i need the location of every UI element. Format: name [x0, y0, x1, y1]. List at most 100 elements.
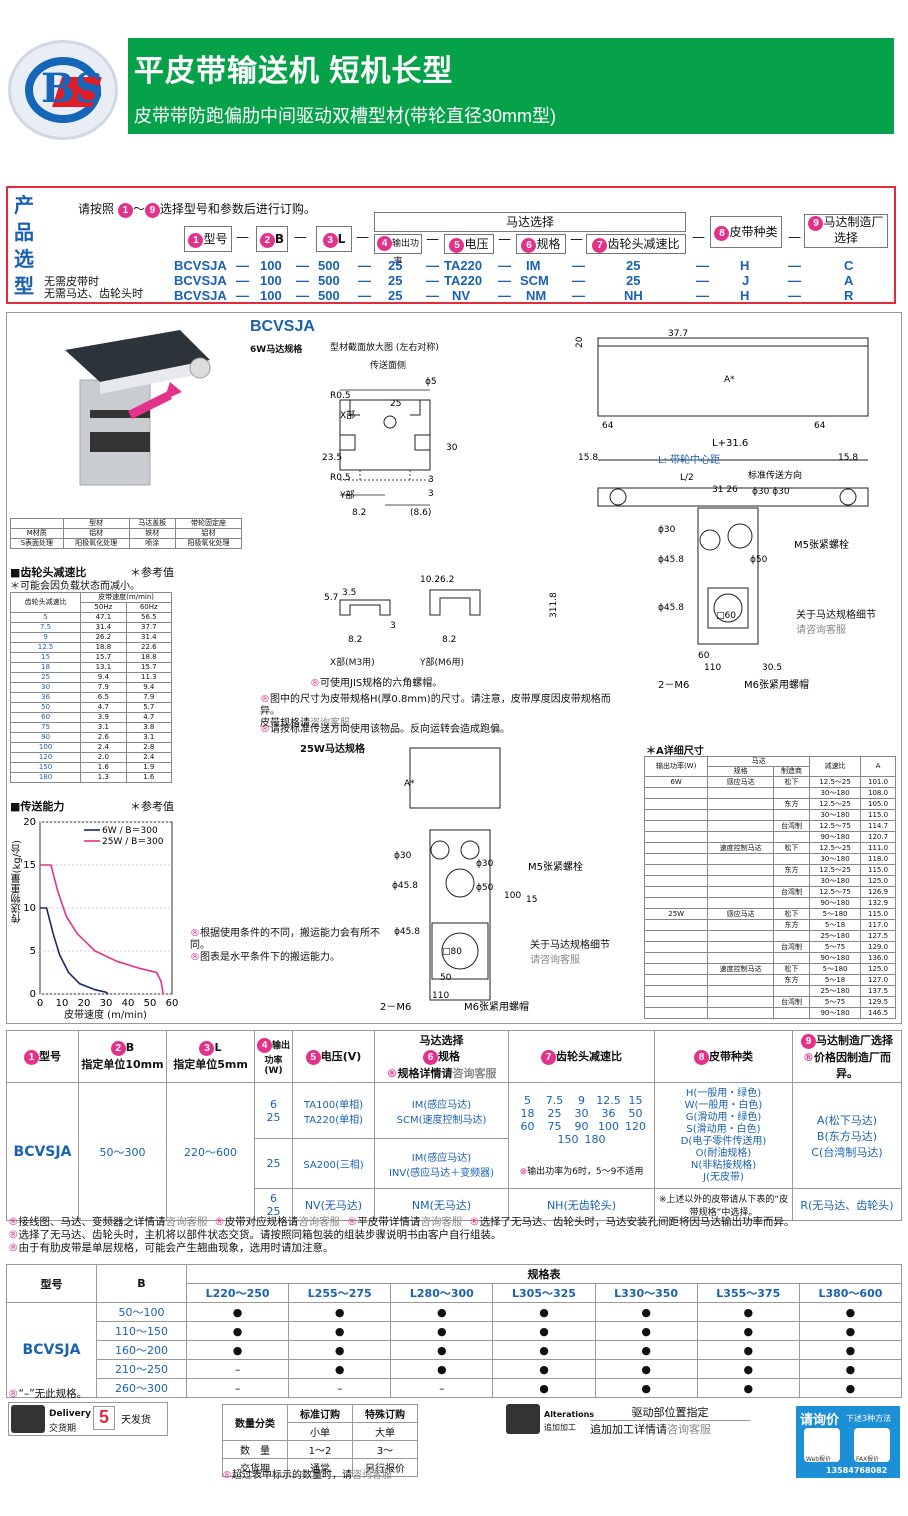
direction-note: ®请按标准传送方向使用该物品。反向运转会造成跑偏。 [260, 724, 510, 735]
y-tick: 20 [23, 817, 36, 828]
size-note: ®“–”无此规格。 [8, 1388, 88, 1400]
fax-quote-icon[interactable] [854, 1428, 890, 1462]
svg-text:31 26: 31 26 [712, 485, 738, 495]
svg-text:8.2: 8.2 [442, 635, 456, 645]
svg-text:3: 3 [390, 621, 396, 631]
series-line-1 [40, 864, 164, 995]
svg-text:110: 110 [432, 991, 449, 1001]
jis-note: ®可使用JIS规格的六角螺帽。 [310, 678, 443, 689]
truck-icon [11, 1405, 45, 1433]
y-tick: 15 [23, 860, 36, 871]
capacity-ylabel: 传送物重量(kg/台) [12, 840, 23, 924]
svg-text:311.8: 311.8 [549, 592, 559, 618]
svg-text:5.7: 5.7 [324, 593, 338, 603]
wrench-icon [506, 1404, 540, 1434]
xpart-label: X部(M3用) [330, 658, 375, 668]
phone-number[interactable]: 13584768082 [826, 1466, 888, 1475]
svg-text:A*: A* [724, 375, 735, 385]
svg-text:30.5: 30.5 [762, 663, 782, 673]
svg-text:15: 15 [526, 895, 537, 905]
x-tick: 10 [56, 998, 69, 1009]
delivery-box: Delivery 交货期 5 天发货 [8, 1402, 168, 1436]
svg-text:ϕ45.8: ϕ45.8 [392, 881, 418, 891]
x-tick: 50 [144, 998, 157, 1009]
material-table: 型材马达盖板带轮固定座 M材质铝材铁材铝材 S表面处理阳极氧化处理喷涂阳极氧化处… [10, 518, 243, 549]
svg-text:8.2: 8.2 [352, 508, 366, 518]
capacity-title: ■传送能力 [10, 800, 65, 813]
svg-text:A*: A* [404, 779, 415, 789]
speed-ref: ＊参考值 [130, 566, 174, 579]
svg-text:Y部: Y部 [339, 489, 355, 501]
svg-text:3: 3 [428, 489, 434, 499]
capacity-xlabel: 皮带速度 (m/min) [64, 1010, 147, 1021]
model-label: BCVSJA [250, 318, 315, 335]
series-line-0 [40, 907, 109, 995]
svg-text:20: 20 [575, 336, 585, 348]
svg-text:6.2: 6.2 [440, 575, 454, 585]
company-logo: BS [8, 40, 118, 140]
svg-text:M5张紧螺栓: M5张紧螺栓 [528, 860, 583, 873]
svg-text:15.8: 15.8 [838, 453, 858, 463]
svg-text:标准传送方向: 标准传送方向 [748, 469, 802, 481]
svg-text:□80: □80 [442, 947, 462, 957]
svg-text:L+31.6: L+31.6 [712, 438, 748, 449]
face-label: 传送面侧 [370, 361, 407, 371]
svg-text:100: 100 [504, 891, 521, 901]
product-image [65, 330, 211, 486]
example-notes: 无需皮带时无需马达、齿轮头时 [44, 275, 143, 300]
svg-text:ϕ45.8: ϕ45.8 [394, 927, 420, 937]
svg-text:60: 60 [698, 651, 710, 661]
size-row: 260～300–––●●●● [7, 1378, 903, 1398]
web-quote-icon[interactable] [804, 1428, 840, 1462]
motor-detail-note: 关于马达规格细节请咨询客服 [796, 610, 876, 636]
svg-text:ϕ30: ϕ30 [394, 851, 412, 861]
svg-text:ϕ45.8: ϕ45.8 [658, 555, 684, 565]
general-notes: ®接线图、马达、变频器之详情请咨询客服 ®皮带对应规格请咨询客服 ®平皮带详情请… [8, 1216, 795, 1254]
svg-text:10.2: 10.2 [420, 575, 440, 585]
inquiry-box[interactable]: 请询价 下述3种方法 Web报价 FAX报价 13584768082 [796, 1406, 900, 1478]
svg-text:3.5: 3.5 [342, 588, 356, 598]
belt-thickness-note: ®图中的尺寸为皮带规格H(厚0.8mm)的尺寸。请注意，皮带厚度因皮带规格而异。… [260, 694, 611, 729]
capacity-ref: ＊参考值 [130, 800, 174, 813]
w25-label: 25W马达规格 [300, 744, 365, 755]
svg-text:3: 3 [428, 475, 434, 485]
y-tick: 5 [30, 946, 36, 957]
example-row-1: BCVSJA—100—500—25—TA220—IM—25—H—C [174, 258, 854, 273]
svg-text:8.2: 8.2 [348, 635, 362, 645]
svg-text:110: 110 [704, 663, 721, 673]
dim-r05: R0.5 [330, 391, 351, 401]
